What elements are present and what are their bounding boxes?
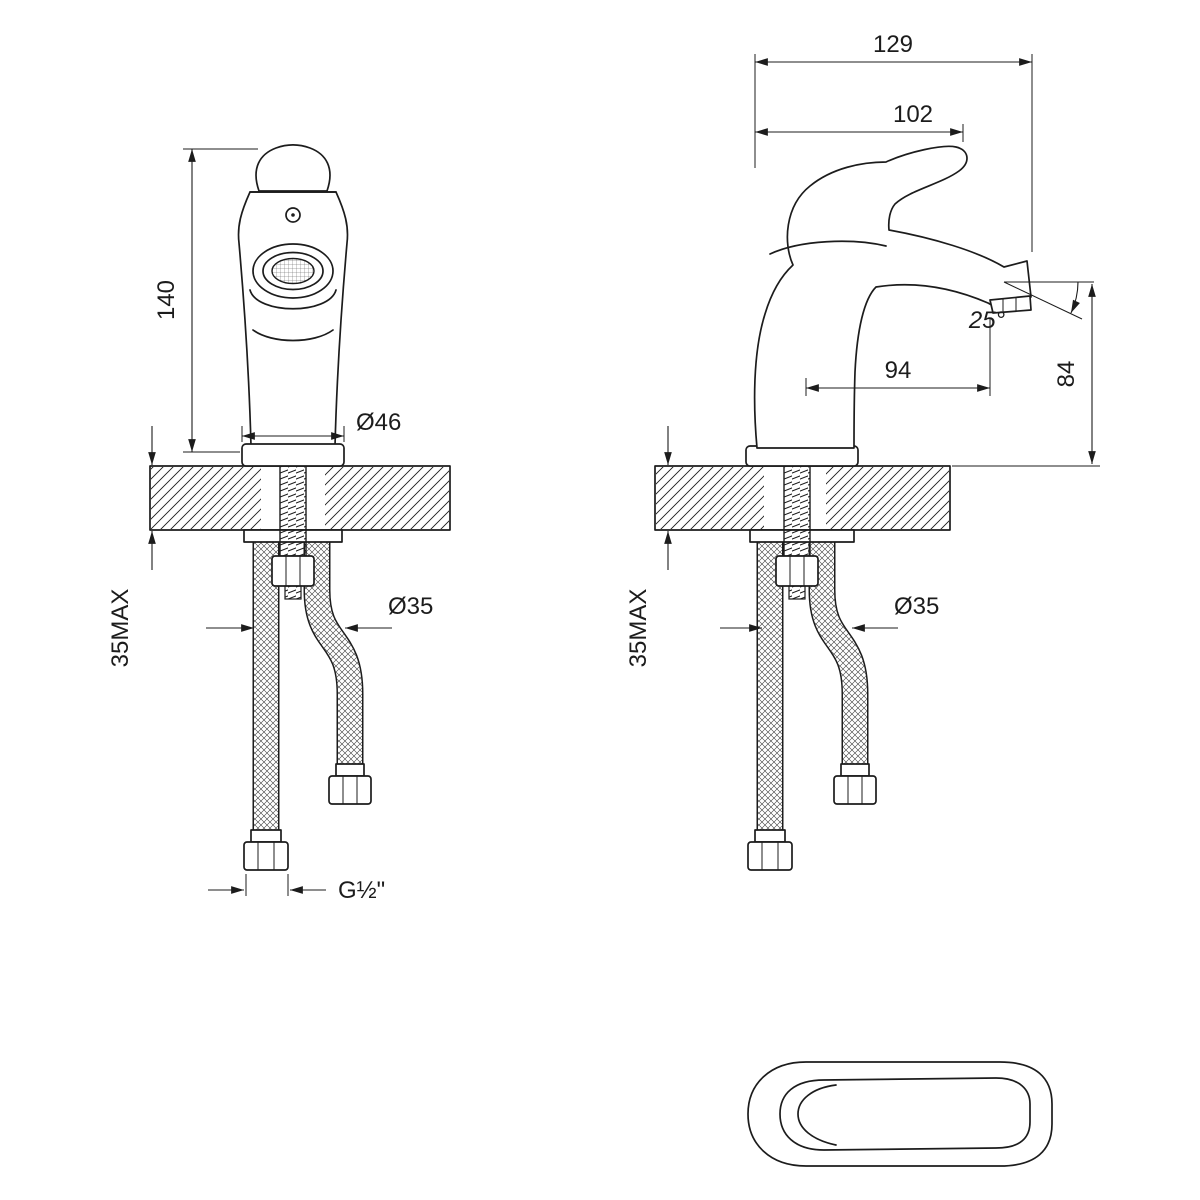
fixing-nut — [271, 555, 315, 587]
dim-label-d35-front: Ø35 — [388, 593, 433, 620]
body-contour-curve — [252, 329, 334, 342]
countertop-hatch-right — [826, 467, 949, 529]
fixing-nut-facets — [789, 556, 805, 586]
dim-base-diameter-46: Ø46 — [241, 409, 401, 442]
countertop-hatch-left — [656, 467, 764, 529]
hose-collar — [250, 829, 282, 843]
aerator-detail-lines — [1002, 298, 1017, 312]
dim-height-140: 140 — [153, 148, 258, 453]
spout-lip-curve — [249, 289, 337, 310]
hose-collar — [754, 829, 786, 843]
fixing-nut-facets — [285, 556, 301, 586]
shank-side — [749, 465, 855, 600]
handle-plan-inner-outline — [779, 1077, 1031, 1151]
dim-hole-diameter-front: Ø35 — [206, 593, 433, 632]
countertop-hatch-right — [325, 467, 449, 529]
hose-braid-texture — [810, 540, 867, 770]
dim-label-102: 102 — [893, 101, 933, 128]
hex-nut-facets — [847, 776, 863, 804]
top-view-handle — [747, 1061, 1053, 1167]
hex-nut-facets — [761, 842, 779, 870]
extension-lines — [754, 54, 1033, 252]
base-flange-side — [745, 445, 859, 467]
fixing-nut — [775, 555, 819, 587]
threaded-shank — [279, 465, 307, 557]
side-view: 25° 129 102 94 84 35 — [625, 31, 1100, 871]
dim-deck-thickness-side: 35MAX — [625, 426, 672, 668]
dim-spout-angle: 25° — [968, 281, 1094, 334]
dim-label-84: 84 — [1053, 361, 1080, 388]
base-flange-front — [241, 443, 345, 467]
hose-left-front — [243, 540, 289, 871]
stud-end — [284, 585, 302, 600]
dim-label-g12: G½" — [338, 877, 385, 904]
dim-overall-depth-129: 129 — [754, 31, 1033, 252]
dim-outlet-height-84: 84 — [952, 283, 1100, 467]
hose-hex-nut — [833, 775, 877, 805]
hose-hex-nut — [328, 775, 372, 805]
angle-arc — [1070, 281, 1080, 314]
hose-right-front — [303, 540, 372, 805]
hose-hex-nut — [747, 841, 793, 871]
hose-right-side — [808, 540, 877, 805]
angle-slope-line — [1003, 281, 1083, 320]
countertop-front — [149, 465, 451, 531]
dim-label-129: 129 — [873, 31, 913, 58]
threaded-shank — [783, 465, 811, 557]
hose-collar — [335, 763, 365, 777]
aerator-side — [989, 295, 1032, 314]
dim-label-d35-side: Ø35 — [894, 593, 939, 620]
faucet-front — [237, 144, 349, 467]
extension-lines — [245, 874, 289, 896]
dim-spout-reach-94: 94 — [805, 318, 991, 396]
hose-braid-texture — [305, 540, 362, 770]
aerator-mesh — [271, 257, 315, 285]
handle-screw-center — [291, 213, 295, 217]
hex-nut-facets — [342, 776, 358, 804]
front-view: 140 Ø46 35MAX Ø35 G½" — [107, 144, 451, 904]
dim-label-25deg: 25° — [968, 307, 1006, 334]
lever-body-seam — [769, 240, 887, 255]
dim-label-94: 94 — [885, 357, 912, 384]
handle-plan-boss-curve — [797, 1084, 837, 1146]
dim-label-d46: Ø46 — [356, 409, 401, 436]
hose-collar — [840, 763, 870, 777]
handle-plan-outer-outline — [747, 1061, 1053, 1167]
faucet-body-side — [753, 145, 1032, 449]
handle-front — [255, 144, 331, 192]
dim-body-depth-102: 102 — [754, 101, 964, 142]
hex-nut-facets — [257, 842, 275, 870]
hose-left-side — [747, 540, 793, 871]
dim-hose-thread: G½" — [208, 874, 385, 904]
countertop-hatch-left — [151, 467, 261, 529]
faucet-side — [745, 145, 1032, 467]
dim-hole-diameter-side: Ø35 — [720, 593, 939, 632]
dim-label-140: 140 — [153, 280, 180, 320]
dim-label-35max-side: 35MAX — [625, 589, 652, 668]
shank-front — [243, 465, 343, 600]
faucet-body-front — [237, 191, 349, 447]
dim-label-35max-front: 35MAX — [107, 589, 134, 668]
dim-deck-thickness-front: 35MAX — [107, 426, 156, 668]
stud-end — [788, 585, 806, 600]
hose-hex-nut — [243, 841, 289, 871]
